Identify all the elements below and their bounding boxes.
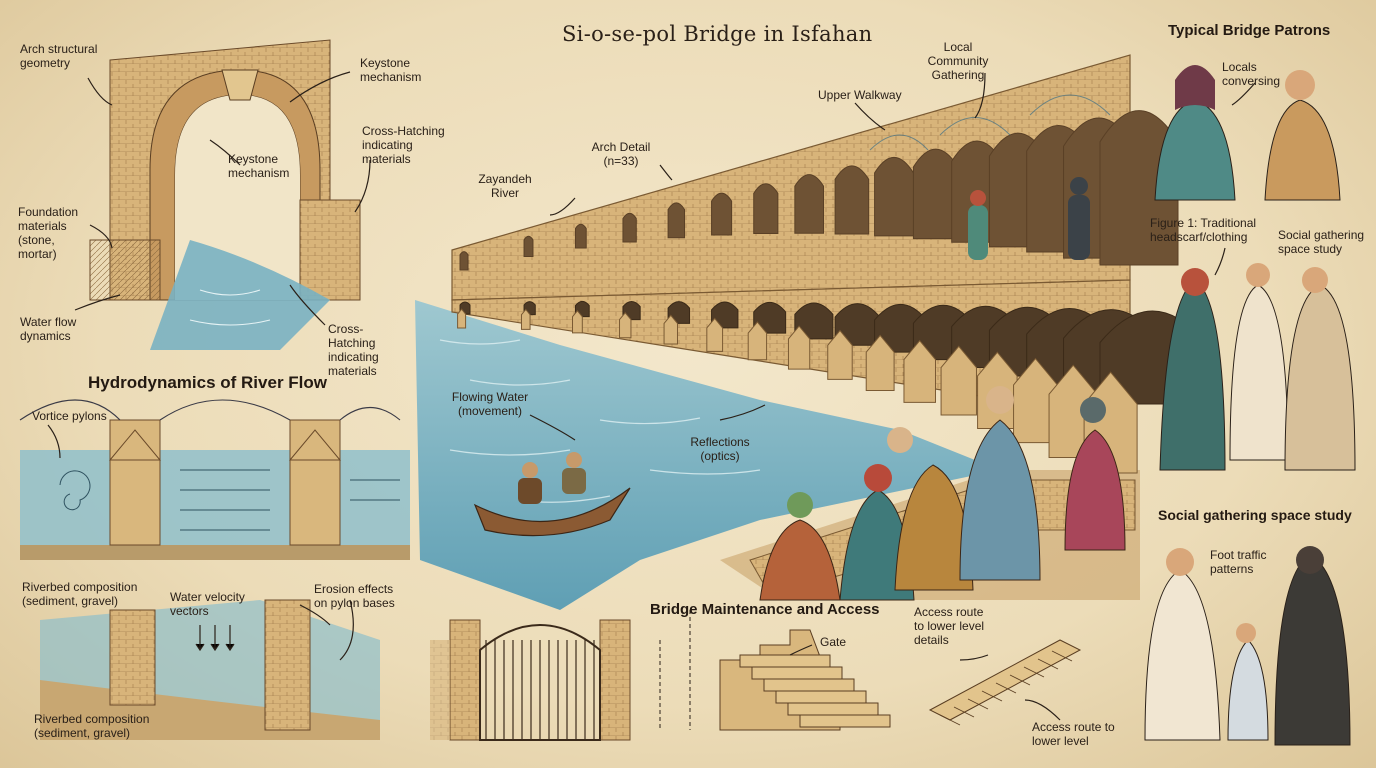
label-social-small: Social gathering space study bbox=[1278, 228, 1365, 256]
label-flowing-water: Flowing Water (movement) bbox=[451, 390, 529, 418]
label-crosshatch-bottom: Cross-Hatching indicating materials bbox=[328, 322, 379, 378]
social-heading: Social gathering space study bbox=[1158, 507, 1352, 523]
stair-line bbox=[1023, 666, 1045, 678]
stair-line bbox=[1009, 674, 1031, 686]
label-riverbed-1: Riverbed composition (sediment, gravel) bbox=[22, 580, 138, 608]
lower-arch bbox=[711, 301, 739, 329]
arch-structure-drawing bbox=[89, 39, 361, 350]
stair-line bbox=[1037, 658, 1059, 670]
upper-arch bbox=[459, 251, 469, 271]
hydrodynamics-heading: Hydrodynamics of River Flow bbox=[88, 373, 327, 392]
patrons-drawings bbox=[1144, 65, 1356, 746]
label-water-flow: Water flow dynamics bbox=[20, 315, 77, 343]
upper-arcade bbox=[459, 110, 1179, 271]
upper-arch bbox=[667, 202, 686, 239]
annotation-leaders bbox=[47, 71, 1256, 721]
label-locals: Locals conversing bbox=[1222, 60, 1281, 88]
pylon bbox=[457, 308, 467, 329]
label-riverbed-2: Riverbed composition (sediment, gravel) bbox=[34, 712, 150, 740]
stair-step bbox=[739, 654, 831, 668]
upper-arch bbox=[523, 235, 534, 257]
upper-arch bbox=[874, 156, 914, 237]
boat bbox=[473, 452, 631, 537]
stair-line bbox=[967, 698, 989, 710]
upper-arch bbox=[574, 223, 587, 249]
upper-arch bbox=[622, 212, 637, 243]
label-keystone-mid: Keystone mechanism bbox=[228, 152, 290, 180]
walkway-people bbox=[759, 177, 1126, 601]
pylon bbox=[865, 334, 895, 391]
label-arch-detail: Arch Detail (n=33) bbox=[591, 140, 651, 168]
stair-step bbox=[763, 678, 855, 692]
bridge-pylons bbox=[457, 308, 1138, 474]
label-upper-walkway: Upper Walkway bbox=[818, 88, 902, 102]
label-gate: Gate bbox=[820, 635, 847, 649]
stair-line bbox=[995, 682, 1017, 694]
pylon bbox=[619, 311, 632, 339]
pylon bbox=[572, 309, 583, 334]
stair-step bbox=[799, 714, 891, 728]
page-title: Si-o-se-pol Bridge in Isfahan bbox=[562, 22, 873, 46]
stair-step bbox=[751, 666, 843, 680]
upper-arch bbox=[711, 192, 733, 236]
lower-arch bbox=[753, 301, 787, 334]
label-velocity: Water velocity vectors bbox=[170, 590, 245, 618]
label-community: Local Community Gathering bbox=[927, 40, 989, 82]
stair-line bbox=[981, 690, 1003, 702]
pylon bbox=[903, 339, 936, 403]
label-zayandeh: Zayandeh River bbox=[478, 172, 532, 200]
label-access-details: Access route to lower level details bbox=[914, 605, 985, 647]
label-figure1: Figure 1: Traditional headscarf/clothing bbox=[1150, 216, 1257, 244]
stair-line bbox=[939, 714, 961, 726]
maintenance-heading: Bridge Maintenance and Access bbox=[650, 601, 880, 618]
label-foot-traffic: Foot traffic patterns bbox=[1210, 548, 1267, 576]
label-reflections: Reflections (optics) bbox=[690, 435, 750, 463]
label-foundation: Foundation materials (stone, mortar) bbox=[18, 205, 79, 261]
stair-step bbox=[775, 690, 867, 704]
upper-arch bbox=[753, 183, 779, 234]
pylon bbox=[940, 345, 977, 416]
pylon bbox=[787, 325, 811, 370]
pylon bbox=[827, 329, 853, 380]
label-arch-geometry: Arch structural geometry bbox=[20, 42, 98, 70]
label-crosshatch-top: Cross-Hatching indicating materials bbox=[362, 124, 445, 166]
maintenance-drawings bbox=[430, 610, 1082, 741]
hydrodynamics-drawing bbox=[19, 399, 410, 740]
pylon bbox=[747, 321, 768, 361]
lower-arches bbox=[459, 300, 1206, 405]
upper-arch bbox=[834, 165, 870, 235]
pylon bbox=[520, 308, 531, 330]
stair-line bbox=[953, 706, 975, 718]
lower-arch bbox=[794, 302, 834, 340]
stair-line bbox=[1051, 650, 1073, 662]
label-access-route: Access route to lower level bbox=[1032, 720, 1115, 748]
pylon bbox=[706, 317, 724, 352]
stair-step bbox=[787, 702, 879, 716]
patrons-heading: Typical Bridge Patrons bbox=[1168, 22, 1331, 39]
label-keystone-top: Keystone mechanism bbox=[360, 56, 422, 84]
label-erosion: Erosion effects on pylon bases bbox=[314, 582, 395, 610]
pylon bbox=[663, 314, 678, 345]
label-vortice: Vortice pylons bbox=[32, 409, 107, 423]
upper-arch bbox=[794, 174, 825, 234]
